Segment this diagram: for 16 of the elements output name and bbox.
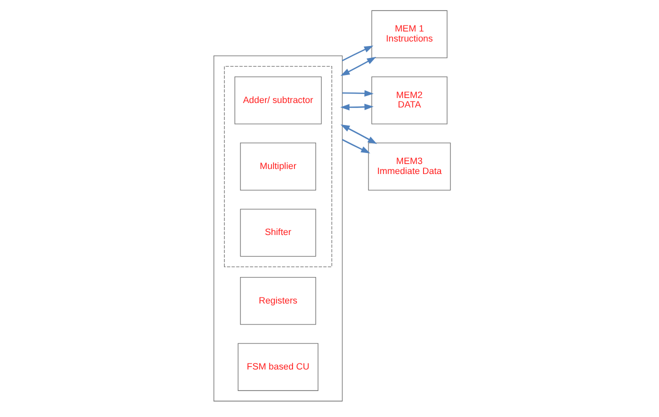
node-box: MEM2 DATA: [371, 76, 448, 124]
arrow: [342, 46, 374, 62]
node-box: Adder/ subtractor: [234, 76, 322, 124]
arrow: [342, 90, 374, 97]
arrow: [340, 104, 374, 110]
node-box: Registers: [240, 276, 316, 325]
node-box: Shifter: [240, 208, 316, 257]
arrow: [340, 56, 376, 76]
node-box: MEM 1 Instructions: [371, 10, 448, 58]
cluster: [214, 56, 343, 402]
node-box: FSM based CU: [238, 343, 318, 391]
node-box: Multiplier: [240, 142, 316, 190]
cluster: [224, 66, 332, 268]
node-box: MEM3 Immediate Data: [368, 142, 451, 190]
arrow: [342, 139, 370, 154]
arrow: [340, 124, 377, 144]
